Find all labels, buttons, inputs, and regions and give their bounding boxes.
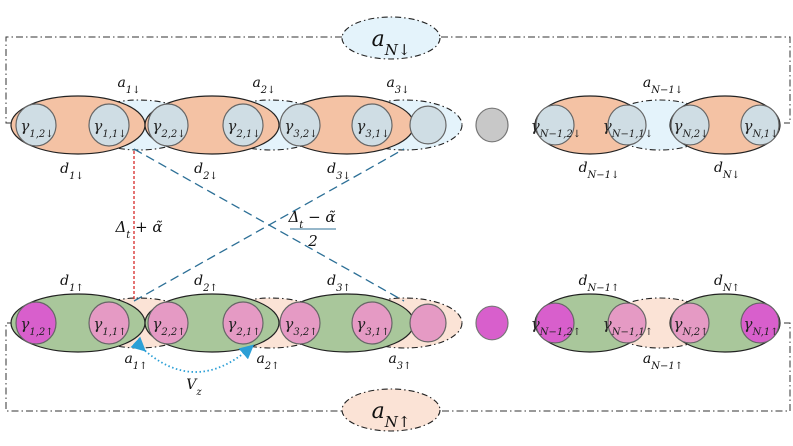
vz-label: Vz — [186, 377, 202, 398]
gamma-circle-2 — [88, 301, 130, 345]
gamma-label-up-1: γ1,2↑ — [20, 315, 53, 338]
a-down-label-4: aN−1↓ — [643, 75, 683, 96]
vz-arrow — [130, 336, 255, 373]
gamma-circle-1 — [15, 103, 57, 147]
node-a-n-up-label: aN↑ — [372, 399, 411, 431]
gamma-label-up-right-2: γN−1,1↑ — [603, 315, 653, 338]
teal-coupling-numerator: Δt − α̃ — [287, 208, 335, 231]
d-up-label-2: d2↑ — [194, 273, 218, 294]
frame-bottom-right — [441, 322, 791, 412]
gamma-label-up-6: γ3,1↑ — [356, 315, 389, 338]
gamma-circle-right-1 — [535, 104, 575, 146]
gamma-label-down-1: γ1,2↓ — [20, 117, 53, 140]
gamma-circle-extra — [409, 303, 447, 343]
gamma-circle-2 — [88, 103, 130, 147]
red-coupling-label: Δt + α̃ — [114, 218, 162, 241]
d-up-label-4: dN−1↑ — [579, 273, 620, 294]
d-down-label-5: dN↓ — [714, 160, 740, 181]
gamma-label-up-3: γ2,2↑ — [152, 315, 185, 338]
gray-site-circle — [475, 305, 509, 341]
a-up-label-2: a2↑ — [256, 351, 279, 372]
a-down-label-2: a2↓ — [252, 75, 275, 96]
gamma-circle-right-3 — [670, 302, 710, 344]
d-up-label-5: dN↑ — [714, 273, 740, 294]
node-a-n-up — [341, 388, 441, 432]
gamma-circle-5 — [279, 301, 321, 345]
gamma-circle-right-3 — [670, 104, 710, 146]
gamma-label-down-4: γ2,1↓ — [227, 117, 260, 140]
gamma-circle-6 — [351, 103, 393, 147]
d-down-label-4: dN−1↓ — [579, 160, 620, 181]
gamma-circle-3 — [147, 103, 189, 147]
frame-bottom-left — [5, 322, 343, 412]
gamma-label-down-2: γ1,1↓ — [93, 117, 126, 140]
gamma-label-down-5: γ3,2↓ — [284, 117, 317, 140]
gamma-label-up-right-3: γN,2↑ — [674, 315, 709, 338]
d-down-label-3: d3↓ — [327, 161, 351, 182]
node-a-n-down-label: aN↓ — [372, 27, 411, 59]
gamma-circle-right-2 — [607, 302, 647, 344]
gamma-circle-5 — [279, 103, 321, 147]
gray-site-circle — [475, 107, 509, 143]
gamma-circle-4 — [222, 103, 264, 147]
gamma-circle-6 — [351, 301, 393, 345]
d-up-label-3: d3↑ — [327, 273, 351, 294]
gamma-circle-right-2 — [607, 104, 647, 146]
gamma-circle-right-4 — [740, 302, 780, 344]
a-up-label-1: a1↑ — [124, 351, 147, 372]
gamma-label-up-right-1: γN−1,2↑ — [531, 315, 581, 338]
gamma-label-up-2: γ1,1↑ — [93, 315, 126, 338]
d-up-label-1: d1↑ — [60, 273, 84, 294]
gamma-label-down-right-2: γN−1,1↓ — [603, 117, 653, 140]
gamma-label-down-6: γ3,1↓ — [356, 117, 389, 140]
d-down-label-2: d2↓ — [194, 161, 218, 182]
gamma-label-down-3: γ2,2↓ — [152, 117, 185, 140]
frame-top-right — [441, 36, 791, 124]
gamma-circle-right-1 — [535, 302, 575, 344]
gamma-circle-right-4 — [740, 104, 780, 146]
gamma-label-down-right-3: γN,2↓ — [674, 117, 709, 140]
d-down-label-1: d1↓ — [60, 161, 84, 182]
a-up-label-4: aN−1↑ — [643, 351, 683, 372]
a-down-label-3: a3↓ — [386, 75, 409, 96]
a-up-label-3: a3↑ — [388, 351, 411, 372]
a-down-label-1: a1↓ — [117, 75, 140, 96]
gamma-label-down-right-1: γN−1,2↓ — [531, 117, 581, 140]
gamma-label-up-right-4: γN,1↑ — [744, 315, 779, 338]
frame-top-left — [5, 36, 342, 124]
teal-coupling-denominator: 2 — [307, 232, 318, 250]
gamma-label-down-right-4: γN,1↓ — [744, 117, 779, 140]
node-a-n-down — [341, 16, 441, 60]
gamma-label-up-5: γ3,2↑ — [284, 315, 317, 338]
gamma-circle-1 — [15, 301, 57, 345]
gamma-circle-extra — [409, 105, 447, 145]
gamma-label-up-4: γ2,1↑ — [227, 315, 260, 338]
teal-coupling-line-2 — [133, 148, 405, 302]
